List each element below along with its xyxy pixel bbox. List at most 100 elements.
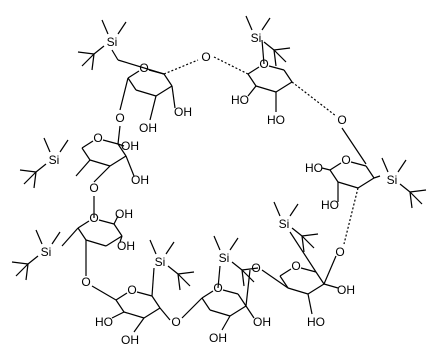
ring-1-hydroxyl-3: OH (174, 105, 192, 119)
ring-4-ring-oxygen: O (291, 259, 300, 273)
glycosidic-bond (261, 269, 289, 289)
tbdms-1-tbutyl-bond (93, 45, 105, 55)
ring-8-bond (102, 139, 119, 145)
ring-4-oh-bond (323, 283, 339, 289)
ring-5-hydroxyl-3: OH (253, 315, 271, 329)
tbdms-5-tbutyl-bond (241, 269, 255, 283)
ring-7-hydroxyl-3: OH (117, 239, 135, 253)
tbdms-8-tbutyl-bond (35, 163, 47, 173)
tbdms-5-methyl (213, 235, 221, 251)
ring-5-oh-bond (221, 315, 231, 331)
ring-1-oh-bond (171, 85, 176, 109)
ring-2-ch2 (261, 39, 265, 65)
tbdms-6-tbutyl-bond (177, 273, 181, 291)
tbdms-4-methyl (289, 203, 299, 217)
glycosidic-oxygen-8: O (115, 111, 124, 125)
tbdms-2-tbutyl-bond (273, 49, 287, 63)
tbdms-6-silicon: Si (155, 255, 166, 269)
glycosidic-bond (291, 81, 337, 117)
tbdms-4-tbutyl-bond (301, 235, 315, 249)
tbdms-4-tbutyl-bond (301, 233, 319, 237)
tbdms-8-methyl (43, 137, 51, 153)
tbdms-2-tbutyl-bond (273, 47, 291, 51)
ring-1-bond (127, 77, 137, 91)
ring-2-oh-bond (247, 85, 257, 97)
ring-6-hydroxyl-2: OH (121, 333, 139, 347)
ring-3-bond (337, 181, 359, 189)
ring-3-oh-bond (321, 167, 331, 171)
ring-1-bond (127, 70, 140, 79)
ring-8-hydroxyl-3: OH (131, 173, 149, 187)
tbdms-3-tbutyl-bond (399, 183, 411, 193)
ring-6-bond (123, 311, 145, 319)
tbdms-6-methyl (165, 241, 175, 255)
ring-7-ch2 (61, 227, 79, 247)
ring-4-oh-bond (307, 293, 313, 315)
glycosidic-oxygen-7: O (89, 181, 98, 195)
ring-4-bond (287, 287, 309, 295)
ring-3-bond (350, 161, 367, 167)
tbdms-2-methyl (261, 17, 271, 31)
tbdms-3-methyl (397, 159, 407, 173)
ring-8-bond (81, 140, 94, 149)
tbdms-4-tbutyl-bond (301, 235, 305, 253)
ring-3-hydroxyl-2: HO (321, 198, 339, 212)
tbdms-5-tbutyl-bond (241, 269, 245, 287)
tbdms-7-silicon: Si (41, 245, 52, 259)
tbdms-4-silicon: Si (279, 217, 290, 231)
ring-3-o-bond (341, 127, 367, 165)
ring-8-bond (89, 159, 111, 167)
ring-1-bond (163, 73, 173, 87)
ring-6-bond (143, 307, 161, 319)
ring-8-oh-bond (125, 155, 135, 177)
tbdms-7-tbutyl-bond (11, 261, 29, 265)
ring-4-bond (307, 283, 325, 295)
glycosidic-bond (343, 187, 359, 245)
ring-8-bond (109, 155, 127, 167)
ring-8-hydroxyl-2: OH (121, 139, 139, 153)
ring-4-bond (279, 275, 289, 289)
ring-6-bond (136, 291, 153, 297)
ring-1-hydroxyl-2: OH (139, 121, 157, 135)
ring-6-bond (115, 292, 128, 301)
tbdms-6-methyl (149, 239, 157, 255)
tbdms-3-tbutyl-bond (409, 191, 413, 209)
ring-1-oh-bond (149, 95, 157, 121)
ring-3-bond (329, 162, 342, 171)
ring-5-bond (237, 293, 247, 307)
tbdms-1-silicon: Si (107, 35, 118, 49)
ring-5-bond (201, 297, 211, 311)
tbdms-8-tbutyl-bond (33, 171, 37, 189)
ring-5-bond (209, 309, 231, 317)
ring-2-bond (275, 81, 293, 93)
tbdms-6-tbutyl-bond (177, 273, 191, 287)
ring-4-o-bond (323, 255, 337, 285)
tbdms-3-tbutyl-bond (409, 189, 427, 193)
ring-4-ch2 (289, 231, 317, 273)
ring-7-oh-bond (119, 235, 123, 243)
tbdms-4-tbutyl-bond (291, 227, 303, 237)
glycosidic-oxygen-4: O (251, 261, 260, 275)
ring-1-ch2 (117, 59, 165, 75)
ring-3-ch2 (373, 175, 381, 179)
glycosidic-bond (119, 77, 129, 111)
tbdms-1-tbutyl-bond (91, 53, 95, 71)
ring-5-o-bond (245, 269, 251, 307)
ring-7-bond (77, 220, 90, 229)
glycosidic-oxygen-3: O (335, 245, 344, 259)
ring-1-bond (135, 89, 157, 97)
ring-8-bond (117, 143, 127, 157)
glycosidic-oxygen-6: O (81, 275, 90, 289)
ring-1-ch2 (111, 49, 119, 61)
tbdms-7-methyl (51, 231, 61, 245)
ring-3-bond (329, 169, 339, 183)
tbdms-4-methyl (273, 201, 281, 217)
ring-2-hydroxyl-2: HO (267, 113, 285, 127)
tbdms-7-tbutyl-bond (27, 255, 39, 265)
ring-2-bond (268, 65, 285, 71)
glycosidic-oxygen-2: O (337, 113, 346, 127)
ring-7-bond (77, 227, 87, 241)
ring-3-bond (365, 165, 375, 179)
ring-6-hydroxyl-3: HO (95, 315, 113, 329)
